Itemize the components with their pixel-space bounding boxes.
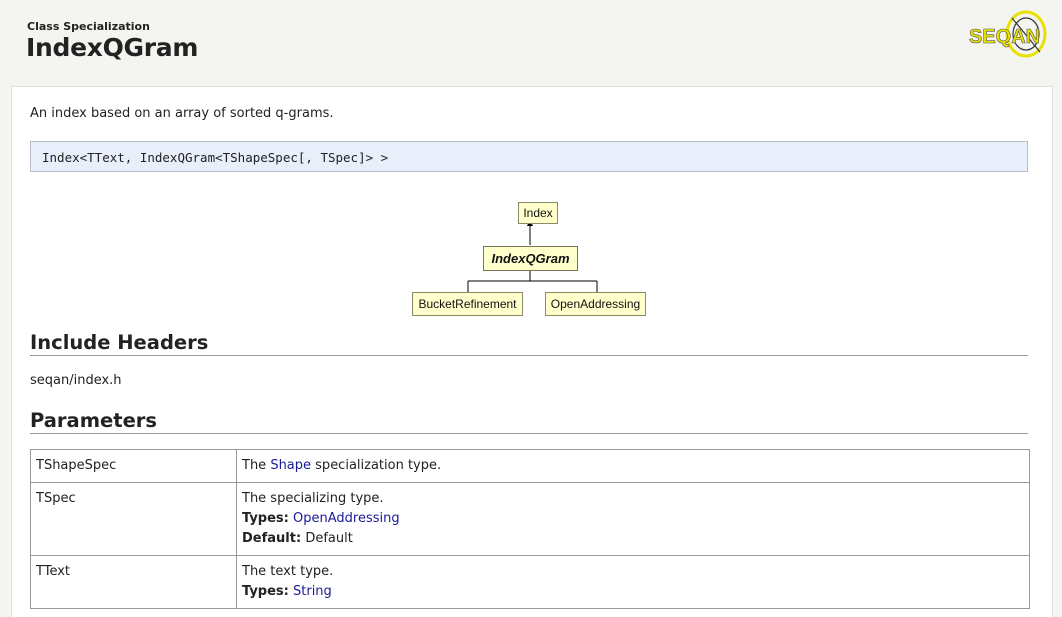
types-label: Types:	[242, 511, 289, 526]
param-name: TSpec	[30, 482, 237, 556]
openaddressing-link[interactable]: OpenAddressing	[293, 511, 400, 526]
desc-text: specialization type.	[311, 458, 442, 473]
svg-text:SEQAN: SEQAN	[969, 26, 1040, 48]
desc-text: The text type.	[242, 564, 334, 579]
entity-kind: Class Specialization	[27, 20, 150, 33]
param-name: TText	[30, 555, 237, 609]
param-description: The text type. Types: String	[236, 555, 1030, 609]
desc-text: The	[242, 458, 271, 473]
default-line: Default: Default	[242, 529, 1024, 549]
include-headers-heading: Include Headers	[30, 331, 1028, 356]
main-content: An index based on an array of sorted q-g…	[11, 86, 1053, 617]
description: An index based on an array of sorted q-g…	[30, 106, 334, 121]
param-name: TShapeSpec	[30, 449, 237, 483]
diagram-node-child-bucketrefinement[interactable]: BucketRefinement	[412, 292, 523, 316]
types-line: Types: OpenAddressing	[242, 509, 1024, 529]
default-value: Default	[305, 531, 353, 546]
page-title: IndexQGram	[26, 33, 199, 62]
diagram-node-current: IndexQGram	[483, 246, 578, 271]
page-header: Class Specialization IndexQGram SEQAN	[0, 0, 1062, 86]
table-row: TText The text type. Types: String	[30, 555, 1030, 609]
table-row: TSpec The specializing type. Types: Open…	[30, 482, 1030, 556]
desc-text: The specializing type.	[242, 491, 384, 506]
table-row: TShapeSpec The Shape specialization type…	[30, 449, 1030, 483]
parameters-heading: Parameters	[30, 409, 1028, 434]
seqan-logo[interactable]: SEQAN	[968, 8, 1048, 64]
string-link[interactable]: String	[293, 584, 332, 599]
types-label: Types:	[242, 584, 289, 599]
parameters-table: TShapeSpec The Shape specialization type…	[30, 449, 1030, 609]
diagram-node-parent[interactable]: Index	[518, 202, 558, 224]
shape-link[interactable]: Shape	[270, 458, 312, 473]
param-description: The Shape specialization type.	[236, 449, 1030, 483]
include-header-file: seqan/index.h	[30, 373, 122, 388]
inheritance-diagram: Index IndexQGram BucketRefinement OpenAd…	[12, 197, 1052, 317]
signature-code: Index<TText, IndexQGram<TShapeSpec[, TSp…	[30, 141, 1028, 172]
param-description: The specializing type. Types: OpenAddres…	[236, 482, 1030, 556]
diagram-node-child-openaddressing[interactable]: OpenAddressing	[545, 292, 646, 316]
types-line: Types: String	[242, 582, 1024, 602]
default-label: Default:	[242, 531, 302, 546]
